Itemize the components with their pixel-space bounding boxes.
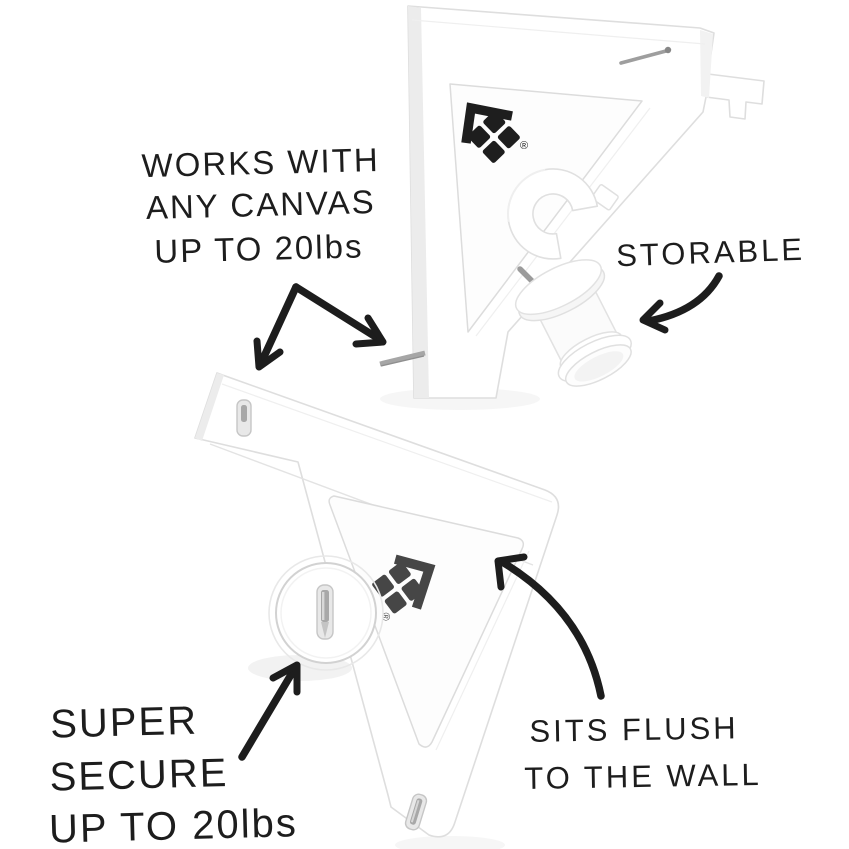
sits-flush-arrow <box>494 553 605 700</box>
inner-panel-highlight <box>435 550 530 751</box>
rail-nail-slot <box>236 399 252 437</box>
tip-nail-slot <box>404 793 428 831</box>
annotation-storable: STORABLE <box>616 232 806 274</box>
super-secure-arrow <box>238 661 301 761</box>
annotation-sits-flush: SITS FLUSH TO THE WALL <box>524 710 762 796</box>
top-mounting-nail <box>619 46 672 65</box>
annotation-line: WORKS WITH <box>141 141 380 184</box>
annotation-line: SUPER <box>50 699 199 747</box>
top-bracket-side-view <box>379 5 765 410</box>
top-bevel-line <box>411 19 706 45</box>
annotation-line: SITS FLUSH <box>529 710 739 749</box>
annotation-line: SECURE <box>49 751 229 800</box>
storable-knob-cylinder <box>514 259 632 387</box>
bracket-left-face <box>408 6 429 398</box>
annotation-super-secure: SUPER SECURE UP TO 20lbs <box>48 699 298 849</box>
lower-wall-nail <box>379 350 426 367</box>
hook-latch-tab <box>591 184 619 211</box>
bracket-right-face <box>700 30 713 98</box>
annotation-line: UP TO 20lbs <box>154 227 364 269</box>
rail-end-face <box>195 373 224 441</box>
forked-annotation-arrow <box>253 283 387 371</box>
annotation-line: ANY CANVAS <box>145 183 376 226</box>
rail-ridge-line <box>221 383 553 503</box>
inner-panel-highlight <box>475 107 651 337</box>
annotation-works-with-any-canvas: WORKS WITH ANY CANVAS UP TO 20lbs <box>141 141 380 270</box>
annotation-line: TO THE WALL <box>524 757 762 796</box>
storable-arrow <box>639 272 723 334</box>
shadow <box>395 836 505 849</box>
locking-knob <box>268 555 384 671</box>
hanger-hook-clip <box>507 168 619 260</box>
knob-nail-slot <box>316 584 334 640</box>
bottom-bracket-back-view <box>194 372 560 849</box>
knob-end-face <box>574 351 624 382</box>
annotation-line: UP TO 20lbs <box>48 801 298 849</box>
inner-panel <box>328 495 525 748</box>
